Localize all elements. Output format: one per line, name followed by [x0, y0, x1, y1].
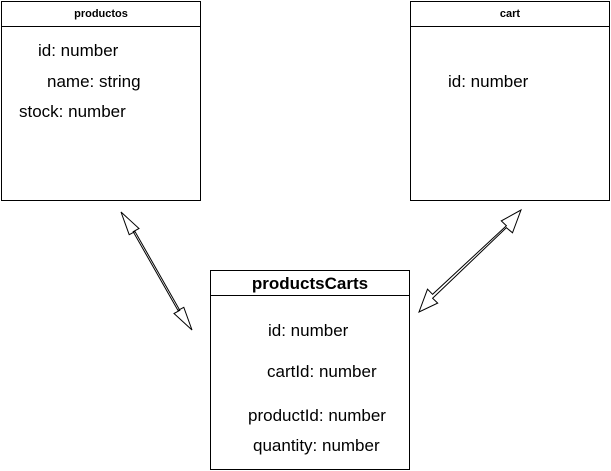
- field-id: id: number: [38, 41, 119, 60]
- entity-cart[interactable]: cart id: number: [410, 1, 610, 201]
- field-stock: stock: number: [19, 102, 126, 121]
- field-name: name: string: [47, 72, 141, 91]
- field-cartid: cartId: number: [267, 362, 377, 381]
- connector-arrow-cart-productscarts[interactable]: [418, 208, 522, 313]
- entity-title: cart: [411, 2, 609, 27]
- field-id: id: number: [268, 321, 349, 340]
- connector-arrow-productos-productscarts[interactable]: [120, 211, 193, 331]
- entity-title: productsCarts: [211, 271, 409, 296]
- entity-title: productos: [2, 2, 200, 27]
- field-id: id: number: [448, 72, 529, 91]
- field-quantity: quantity: number: [253, 436, 380, 455]
- entity-productscarts[interactable]: productsCarts id: number cartId: number …: [210, 270, 410, 470]
- field-productid: productId: number: [248, 406, 386, 425]
- entity-productos[interactable]: productos id: number name: string stock:…: [1, 1, 201, 201]
